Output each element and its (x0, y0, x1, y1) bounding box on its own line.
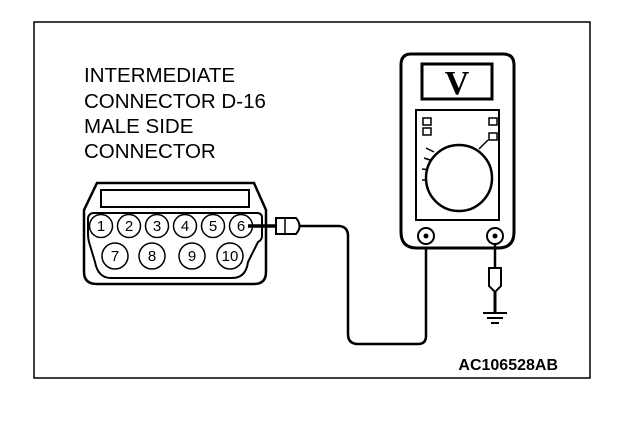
ground-lead (488, 244, 502, 312)
voltmeter-display-reading: V (445, 65, 470, 102)
ground-probe-body (488, 267, 502, 294)
meter-button-4 (488, 132, 498, 141)
pin-4: 4 (172, 213, 198, 239)
pin-2: 2 (116, 213, 142, 239)
connector-label-line-2: CONNECTOR D-16 (84, 90, 266, 113)
pin-4-label: 4 (181, 218, 189, 235)
probe-body (275, 217, 301, 235)
test-lead-wire (300, 224, 428, 346)
connector-latch (100, 189, 250, 208)
meter-button-1 (422, 117, 432, 126)
test-probe (248, 217, 301, 235)
pin-9: 9 (178, 242, 206, 270)
pin-7: 7 (101, 242, 129, 270)
connector-label-line-4: CONNECTOR (84, 140, 216, 163)
pin-3-label: 3 (153, 218, 161, 235)
pin-8-label: 8 (148, 248, 156, 265)
intermediate-connector-d16: 1 2 3 4 5 6 7 8 (82, 181, 268, 286)
meter-button-2 (422, 127, 432, 136)
voltmeter: V (399, 52, 516, 250)
pin-7-label: 7 (111, 248, 119, 265)
connector-label-line-1: INTERMEDIATE (84, 64, 236, 87)
pin-2-label: 2 (125, 218, 133, 235)
pin-9-label: 9 (188, 248, 196, 265)
ground-icon (483, 312, 507, 324)
pin-1: 1 (88, 213, 114, 239)
pin-6-label: 6 (237, 218, 245, 235)
voltmeter-display (420, 62, 494, 101)
pin-3: 3 (144, 213, 170, 239)
pin-10: 10 (216, 242, 244, 270)
pin-1-label: 1 (97, 218, 105, 235)
pin-5-label: 5 (209, 218, 217, 235)
pin-5: 5 (200, 213, 226, 239)
diagram-frame (33, 21, 591, 379)
connector-label-line-3: MALE SIDE (84, 115, 194, 138)
voltmeter-selector-dial (424, 143, 494, 213)
pin-8: 8 (138, 242, 166, 270)
figure-id: AC106528AB (458, 357, 558, 374)
voltmeter-com-terminal (417, 227, 435, 245)
meter-button-3 (488, 117, 498, 126)
voltmeter-positive-terminal (486, 227, 504, 245)
pin-10-label: 10 (222, 248, 239, 265)
